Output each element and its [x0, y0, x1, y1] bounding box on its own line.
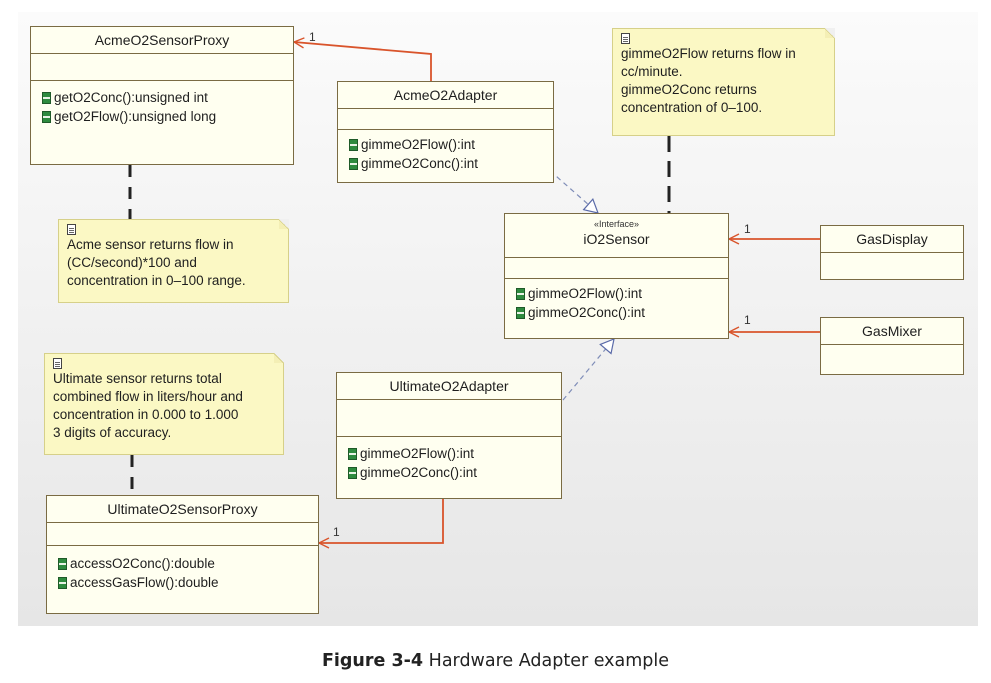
operations-compartment: getO2Conc():unsigned int getO2Flow():uns…: [31, 81, 293, 126]
attributes-compartment: [47, 523, 318, 546]
interface-io2-sensor[interactable]: «Interface» iO2Sensor gimmeO2Flow():int …: [504, 213, 729, 339]
operation[interactable]: accessGasFlow():double: [58, 573, 318, 592]
multiplicity-display: 1: [744, 222, 751, 236]
operation[interactable]: getO2Flow():unsigned long: [42, 107, 293, 126]
multiplicity-ultimate-proxy: 1: [333, 525, 340, 539]
operation-label: gimmeO2Conc():int: [360, 465, 478, 480]
operation[interactable]: accessO2Conc():double: [58, 554, 318, 573]
operation-label: gimmeO2Conc():int: [528, 305, 646, 320]
operation-label: accessGasFlow():double: [70, 575, 219, 590]
operation-label: gimmeO2Flow():int: [361, 137, 476, 152]
operation-icon: [42, 91, 51, 104]
figure-title: Hardware Adapter example: [423, 651, 670, 671]
attributes-compartment: [338, 109, 553, 130]
class-name: UltimateO2Adapter: [337, 373, 561, 400]
operation-icon: [349, 138, 358, 151]
attributes-compartment: [31, 54, 293, 81]
class-gas-mixer[interactable]: GasMixer: [820, 317, 964, 375]
note-line: Ultimate sensor returns total: [53, 371, 222, 386]
attributes-compartment: [505, 258, 728, 279]
operation[interactable]: gimmeO2Flow():int: [516, 284, 728, 303]
note-line: concentration in 0.000 to 1.000: [53, 407, 239, 422]
class-name: AcmeO2Adapter: [338, 82, 553, 109]
class-name: GasDisplay: [821, 226, 963, 253]
operations-compartment: gimmeO2Flow():int gimmeO2Conc():int: [338, 130, 553, 173]
class-name: UltimateO2SensorProxy: [47, 496, 318, 523]
operation[interactable]: gimmeO2Conc():int: [348, 463, 561, 482]
operation[interactable]: gimmeO2Conc():int: [516, 303, 728, 322]
operation-icon: [349, 157, 358, 170]
operation-icon: [58, 576, 67, 589]
assoc-ultimate-adapter-proxy: [319, 499, 444, 543]
operation-icon: [58, 557, 67, 570]
note-line: cc/minute.: [621, 64, 683, 79]
note-line: concentration in 0–100 range.: [67, 273, 246, 288]
note-line: (CC/second)*100 and: [67, 255, 197, 270]
stereotype-label: «Interface»: [593, 219, 640, 229]
multiplicity-mixer: 1: [744, 313, 751, 327]
realize-ultimate-adapter: [562, 338, 615, 401]
operation[interactable]: gimmeO2Flow():int: [349, 135, 553, 154]
operations-compartment: gimmeO2Flow():int gimmeO2Conc():int: [505, 279, 728, 322]
operations-compartment: accessO2Conc():double accessGasFlow():do…: [47, 546, 318, 592]
class-name: GasMixer: [821, 318, 963, 345]
class-ultimate-o2-adapter[interactable]: UltimateO2Adapter gimmeO2Flow():int gimm…: [336, 372, 562, 499]
operation-icon: [516, 287, 525, 300]
assoc-acme-adapter-proxy: [294, 42, 432, 81]
class-name: AcmeO2SensorProxy: [31, 27, 293, 54]
note-line: concentration of 0–100.: [621, 100, 763, 115]
class-acme-o2-adapter[interactable]: AcmeO2Adapter gimmeO2Flow():int gimmeO2C…: [337, 81, 554, 183]
interface-header: «Interface» iO2Sensor: [505, 214, 728, 258]
note-gimme-returns: gimmeO2Flow returns flow in cc/minute. g…: [612, 28, 835, 136]
operation-icon: [348, 466, 357, 479]
attributes-compartment: [337, 400, 561, 437]
operation[interactable]: gimmeO2Conc():int: [349, 154, 553, 173]
operation-icon: [42, 110, 51, 123]
operations-compartment: gimmeO2Flow():int gimmeO2Conc():int: [337, 437, 561, 482]
class-gas-display[interactable]: GasDisplay: [820, 225, 964, 280]
note-line: 3 digits of accuracy.: [53, 425, 172, 440]
class-acme-o2-sensor-proxy[interactable]: AcmeO2SensorProxy getO2Conc():unsigned i…: [30, 26, 294, 165]
connector-layer: [128, 12, 820, 626]
note-line: Acme sensor returns flow in: [67, 237, 234, 252]
operation-label: gimmeO2Flow():int: [528, 286, 643, 301]
note-acme-sensor: Acme sensor returns flow in (CC/second)*…: [58, 219, 289, 303]
interface-name: iO2Sensor: [583, 231, 650, 247]
operation-icon: [516, 306, 525, 319]
figure-caption: Figure 3-4 Hardware Adapter example: [0, 651, 991, 671]
diagram-canvas: AcmeO2SensorProxy getO2Conc():unsigned i…: [18, 12, 978, 626]
operation[interactable]: gimmeO2Flow():int: [348, 444, 561, 463]
operation-label: getO2Conc():unsigned int: [54, 90, 208, 105]
operation[interactable]: getO2Conc():unsigned int: [42, 88, 293, 107]
note-ultimate-sensor: Ultimate sensor returns total combined f…: [44, 353, 284, 455]
multiplicity-acme-proxy: 1: [309, 30, 316, 44]
operation-label: gimmeO2Conc():int: [361, 156, 479, 171]
operation-label: gimmeO2Flow():int: [360, 446, 475, 461]
note-line: gimmeO2Flow returns flow in: [621, 46, 796, 61]
note-icon: [67, 224, 76, 235]
note-icon: [53, 358, 62, 369]
note-line: combined flow in liters/hour and: [53, 389, 243, 404]
operation-label: getO2Flow():unsigned long: [54, 109, 217, 124]
class-ultimate-o2-sensor-proxy[interactable]: UltimateO2SensorProxy accessO2Conc():dou…: [46, 495, 319, 614]
figure-number: Figure 3-4: [321, 651, 424, 671]
note-icon: [621, 33, 630, 44]
operation-label: accessO2Conc():double: [70, 556, 215, 571]
realize-acme-adapter: [522, 146, 599, 214]
note-line: gimmeO2Conc returns: [621, 82, 757, 97]
operation-icon: [348, 447, 357, 460]
